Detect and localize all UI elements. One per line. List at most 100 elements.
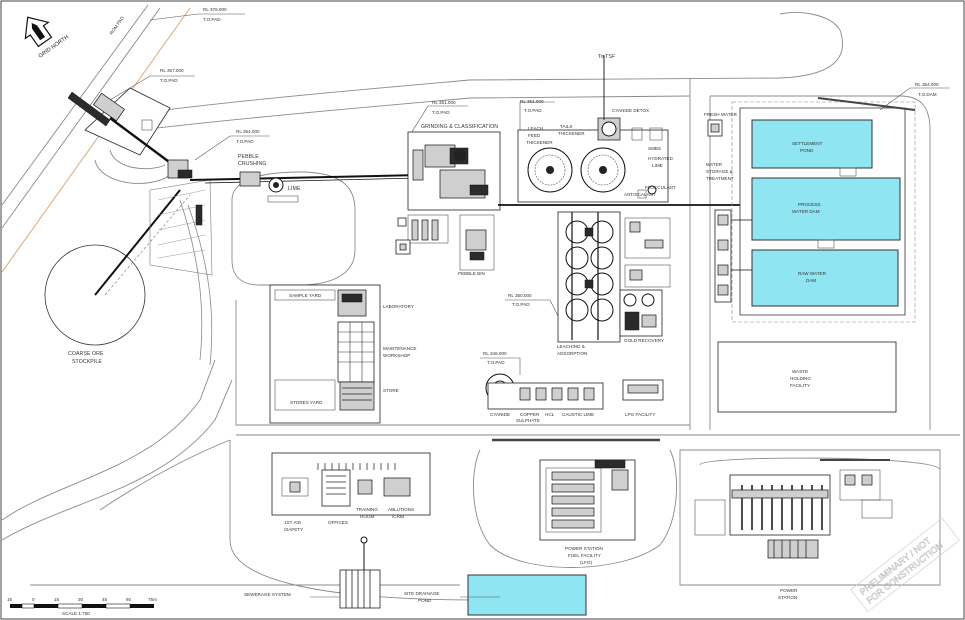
rl351-label: RL 351.000 [432,100,456,105]
fresh-water-label: FRESH WATER [704,112,738,117]
top-pad-label: T.O.PAD [432,110,450,115]
site-drainage-label-2: POND [418,598,432,603]
rl354-right-label: RL 354.000 [915,82,939,87]
power-station-label-1: POWER [780,588,798,593]
settlement-label-1: SETTLEMENT [792,141,823,146]
road-network [1,4,960,601]
gold-recovery [619,289,663,337]
grinding-label: GRINDING & CLASSIFICATION [421,124,498,130]
scale-tick-label: 45 [102,597,108,602]
flocculant-label: FLOCCULANT [645,185,676,190]
to-tsf-label: To TSF [598,54,615,60]
water-dams [714,97,916,323]
tails-thickener-label: TAILS [560,124,572,129]
leach-feed-label-2: FEED [528,133,541,138]
laboratory-label: LABORATORY [383,304,414,309]
lime-label: LIME [288,186,301,192]
lab-workshop-block [269,284,381,424]
rl357-label: RL 357.000 [160,68,184,73]
stores-yard-label: STORES YARD [290,400,323,405]
first-aid-label-1: 1ST AID [284,520,302,525]
sample-yard-label: SAMPLE YARD [289,293,322,298]
pebble-crushing-label-2: CRUSHING [238,161,266,167]
gold-recovery-label: GOLD RECOVERY [624,338,664,343]
top-pad-label: T.O.PAD [524,108,542,113]
scale-label: SCALE 1:750 [62,611,90,616]
scale-tick-label: 15 [7,597,13,602]
top-pad-label: T.O.PAD [487,360,505,365]
offices-block [271,452,431,516]
leaching-label-2: ADSORPTION [557,351,587,356]
scale-tick-label: 0 [32,597,35,602]
north-arrow [24,16,53,48]
sulphate-label: SULPHATE [516,418,540,423]
fuel-facility [492,438,660,541]
coarse-ore-label-2: STOCKPILE [72,359,102,365]
conveyor-belt [189,171,421,203]
antiscalant-label: ANTISCALANT [624,192,656,197]
rl346-label: RL 346.000 [483,351,507,356]
coarse-ore-label-1: COARSE ORE [68,351,104,357]
scale-tick-label: 75m [148,597,157,602]
waste-holding [717,341,897,413]
hydrated-label-1: HYDRATED [648,156,674,161]
scale-bar [10,603,154,609]
rl350-label: RL 350.000 [508,293,532,298]
rl351b-label: RL 351.000 [520,99,544,104]
water-storage-label-3: TREATMENT [706,176,734,181]
sewerage-label: SEWERAGE SYSTEM [244,592,291,597]
smbs-label: SMBS [648,146,661,151]
training-label-1: TRAINING [356,507,378,512]
cyanide-label: CYANIDE [490,412,510,417]
scale-tick-label: 30 [78,597,84,602]
scale-tick-label: 15 [54,597,60,602]
maintenance-label-1: MAINTENANCE [383,346,416,351]
power-station [694,459,893,559]
power-fuel-label-2: FUEL FACILITY [568,553,601,558]
reagent-area [485,373,664,410]
waste-label-3: FACILITY [790,383,810,388]
hydrated-label-2: LIME [652,163,663,168]
leach-feed-label: LEACH [528,126,543,131]
grinding-classification [395,131,501,271]
pebble-crushing-label-1: PEBBLE [238,154,259,160]
rom-crusher-area [67,87,193,179]
rl-callouts: RL 376.000 T.O.PAD RL 357.000 T.O.PAD RL… [109,7,950,375]
water-storage-label-1: WATER [706,162,723,167]
raw-water-label-2: DAM [806,278,816,283]
first-aid-label-2: /SAFETY [284,527,303,532]
leaching-label-1: LEACHING & [557,344,585,349]
raw-water-label-1: RAW WATER [798,271,827,276]
scale-tick-label: 60 [126,597,132,602]
process-water-label-2: WATER DAM [792,209,820,214]
hcl-label: HCL [545,412,555,417]
power-fuel-label-1: POWER STATION [565,546,603,551]
thickeners [498,55,740,206]
ablutions-label-1: ABLUTIONS [388,507,414,512]
offices-label: OFFICES [328,520,348,525]
coarse-ore-stockpile [44,179,213,366]
waste-label-1: WASTE [792,369,808,374]
top-dam-label: T.O.DAM [918,92,937,97]
process-water-label-1: PROCESS [798,202,820,207]
copper-label: COPPER [520,412,540,417]
top-pad-label: T.O.PAD [160,78,178,83]
caustic-lime-label: CAUSTIC LIME [562,412,594,417]
lpg-label: LPG FACILITY [625,412,655,417]
training-label-2: ROOM [360,514,374,519]
power-station-label-2: STATION [778,595,797,600]
water-storage-label-2: STORAGE & [706,169,733,174]
cyanide-detox-label: CYANIDE DETOX [612,108,649,113]
maintenance-label-2: WORKSHOP [383,353,410,358]
site-drainage-label-1: SITE DRAINAGE [404,591,439,596]
pebble-bin-label: PEBBLE BIN [458,271,485,276]
ablutions-label-2: /CRIB [392,514,404,519]
leaching-adsorption [557,211,671,343]
leach-feed-label-3: THICKENER [526,140,553,145]
waste-label-2: HOLDING [790,376,811,381]
rl354-left-label: RL 354.000 [236,129,260,134]
store-label: STORE [383,388,399,393]
rl376-label: RL 376.000 [203,7,227,12]
settlement-label-2: POND [800,148,814,153]
